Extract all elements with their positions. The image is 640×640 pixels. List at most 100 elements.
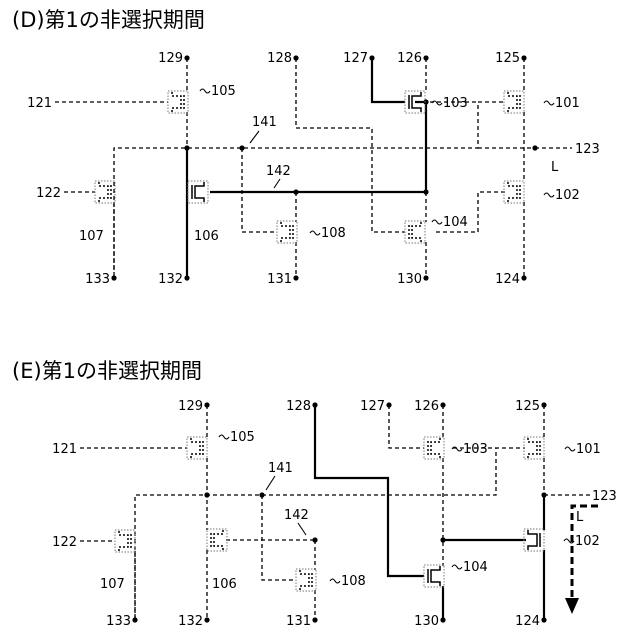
leader-mark [200, 89, 210, 93]
leader-142-e [298, 523, 306, 535]
wire-141-d [114, 102, 505, 270]
transistor-106-d-symbol-box [188, 181, 208, 203]
transistor-101-e-channel [528, 438, 537, 458]
transistor-102-d-label: 102 [555, 188, 580, 203]
label-n123: 123 [575, 142, 600, 157]
transistor-103-e-label: 103 [463, 442, 488, 457]
transistor-103-d-label: 103 [443, 96, 468, 111]
junction-node [293, 189, 298, 194]
wire-128-e [315, 405, 424, 576]
junction-node [259, 492, 264, 497]
label-n131: 131 [286, 614, 311, 629]
transistor-101-e-label: 101 [576, 442, 601, 457]
junction-node [423, 99, 428, 104]
junction-node [204, 402, 209, 407]
label-n128: 128 [267, 51, 292, 66]
label-n122: 122 [52, 535, 77, 550]
label-n130: 130 [414, 614, 439, 629]
wire-128-d [296, 58, 405, 232]
transistor-106-label-d: 106 [194, 229, 219, 244]
transistor-102-e-channel [528, 530, 537, 550]
transistor-108-d-label: 108 [321, 226, 346, 241]
transistor-103-e-channel [431, 438, 440, 458]
junction-node [541, 617, 546, 622]
junction-node [204, 492, 209, 497]
label-n128: 128 [286, 399, 311, 414]
junction-node [184, 55, 189, 60]
leader-141-d [250, 131, 259, 143]
leader-142-d [274, 179, 280, 188]
junction-node [184, 145, 189, 150]
wire-142-label-e: 142 [284, 508, 309, 523]
label-n124: 124 [495, 272, 520, 287]
leader-mark [452, 565, 462, 569]
panel-d: (D)第1の非選択期間10510310110210710610810412912… [0, 0, 600, 287]
transistor-108-e-label: 108 [341, 574, 366, 589]
label-L-e: L [576, 510, 584, 525]
transistor-101-d-symbol-box [504, 91, 524, 113]
junction-node [293, 275, 298, 280]
transistor-102-d-symbol-box [504, 181, 524, 203]
transistor-104-d-channel [412, 222, 421, 242]
wire-141-label-e: 141 [268, 461, 293, 476]
label-n121: 121 [52, 442, 77, 457]
leader-mark [565, 447, 575, 451]
wire-141-e [135, 448, 525, 620]
transistor-104-e-label: 104 [463, 560, 488, 575]
junction-node [541, 402, 546, 407]
transistor-103-e-symbol-box [424, 437, 444, 459]
junction-node [312, 402, 317, 407]
transistor-106-e-channel [214, 530, 223, 550]
transistor-105-e-label: 105 [230, 430, 255, 445]
junction-node [204, 617, 209, 622]
junction-node [184, 275, 189, 280]
junction-node [369, 55, 374, 60]
junction-node [440, 537, 445, 542]
leader-mark [432, 220, 442, 224]
transistor-102-d-channel [508, 182, 517, 202]
transistor-102-e-symbol-box [524, 529, 544, 551]
transistor-101-d-label: 101 [555, 96, 580, 111]
label-n126: 126 [414, 399, 439, 414]
junction-node [312, 537, 317, 542]
transistor-104-d-label: 104 [443, 215, 468, 230]
wire-142-up-d [415, 102, 426, 192]
arrow-head-icon [565, 598, 579, 614]
transistor-106-d-channel [195, 182, 204, 202]
transistor-108-e-channel [300, 570, 309, 590]
wire-142-label-d: 142 [266, 164, 291, 179]
transistor-105-d-symbol-box [168, 91, 188, 113]
label-n127: 127 [360, 399, 385, 414]
label-n131: 131 [267, 272, 292, 287]
leader-141-e [266, 476, 275, 490]
label-L-d: L [551, 160, 559, 175]
transistor-102-e-label: 102 [575, 534, 600, 549]
transistor-105-e-symbol-box [187, 437, 207, 459]
label-n125: 125 [495, 51, 520, 66]
junction-node [423, 189, 428, 194]
label-n126: 126 [397, 51, 422, 66]
junction-node [132, 617, 137, 622]
junction-node [521, 275, 526, 280]
transistor-108-d-symbol-box [277, 221, 297, 243]
label-n133: 133 [106, 614, 131, 629]
label-n130: 130 [397, 272, 422, 287]
junction-node [111, 275, 116, 280]
transistor-104-e-channel [431, 566, 440, 586]
junction-node [423, 275, 428, 280]
label-n127: 127 [343, 51, 368, 66]
leader-mark [310, 231, 320, 235]
junction-node [312, 617, 317, 622]
junction-node [521, 55, 526, 60]
transistor-101-e-symbol-box [524, 437, 544, 459]
junction-node [440, 402, 445, 407]
junction-node [423, 55, 428, 60]
junction-node [440, 617, 445, 622]
junction-node [532, 145, 537, 150]
label-n121: 121 [27, 96, 52, 111]
transistor-108-d-channel [281, 222, 290, 242]
label-n123: 123 [592, 489, 617, 504]
junction-node [541, 492, 546, 497]
label-n133: 133 [85, 272, 110, 287]
